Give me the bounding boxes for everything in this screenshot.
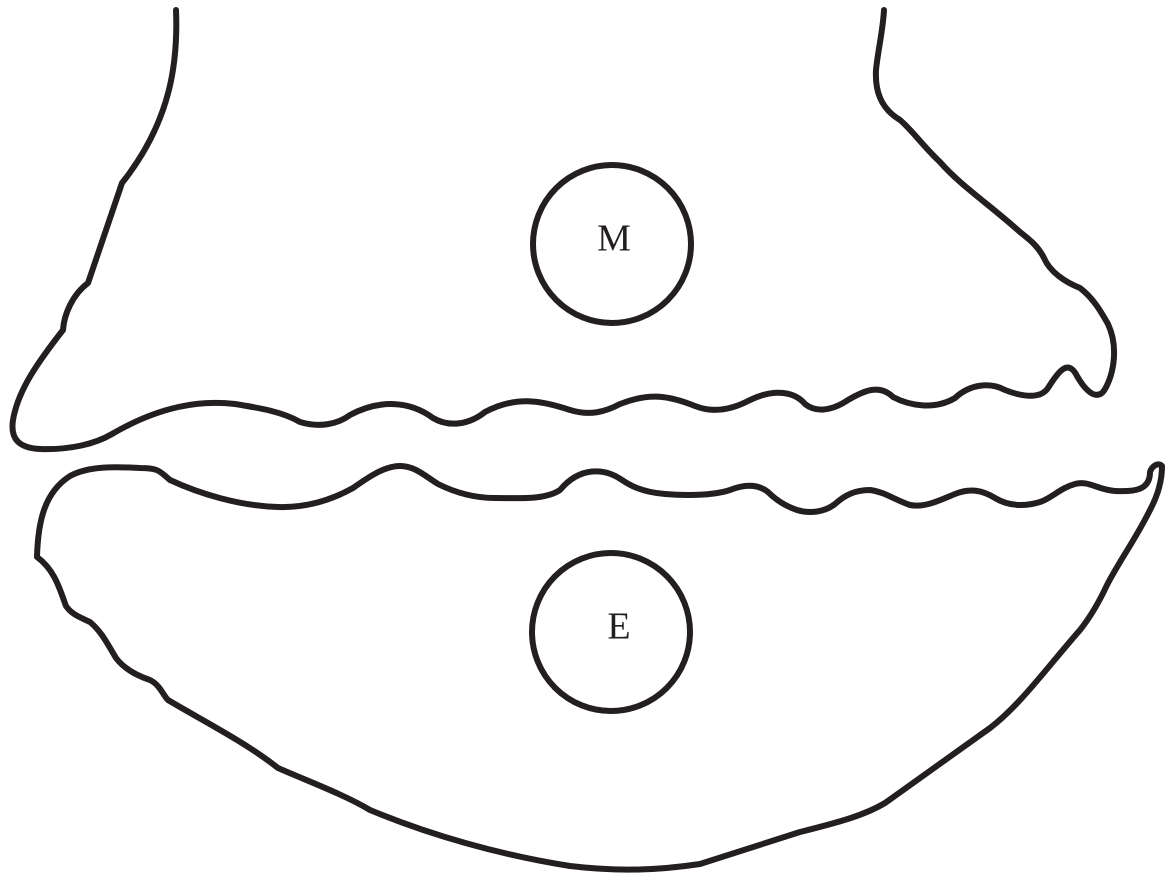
upper-region-label: M	[597, 218, 631, 260]
lower-region-label: E	[607, 606, 630, 648]
lower-structure-outline	[37, 464, 1162, 869]
upper-structure-outline	[12, 10, 1114, 449]
